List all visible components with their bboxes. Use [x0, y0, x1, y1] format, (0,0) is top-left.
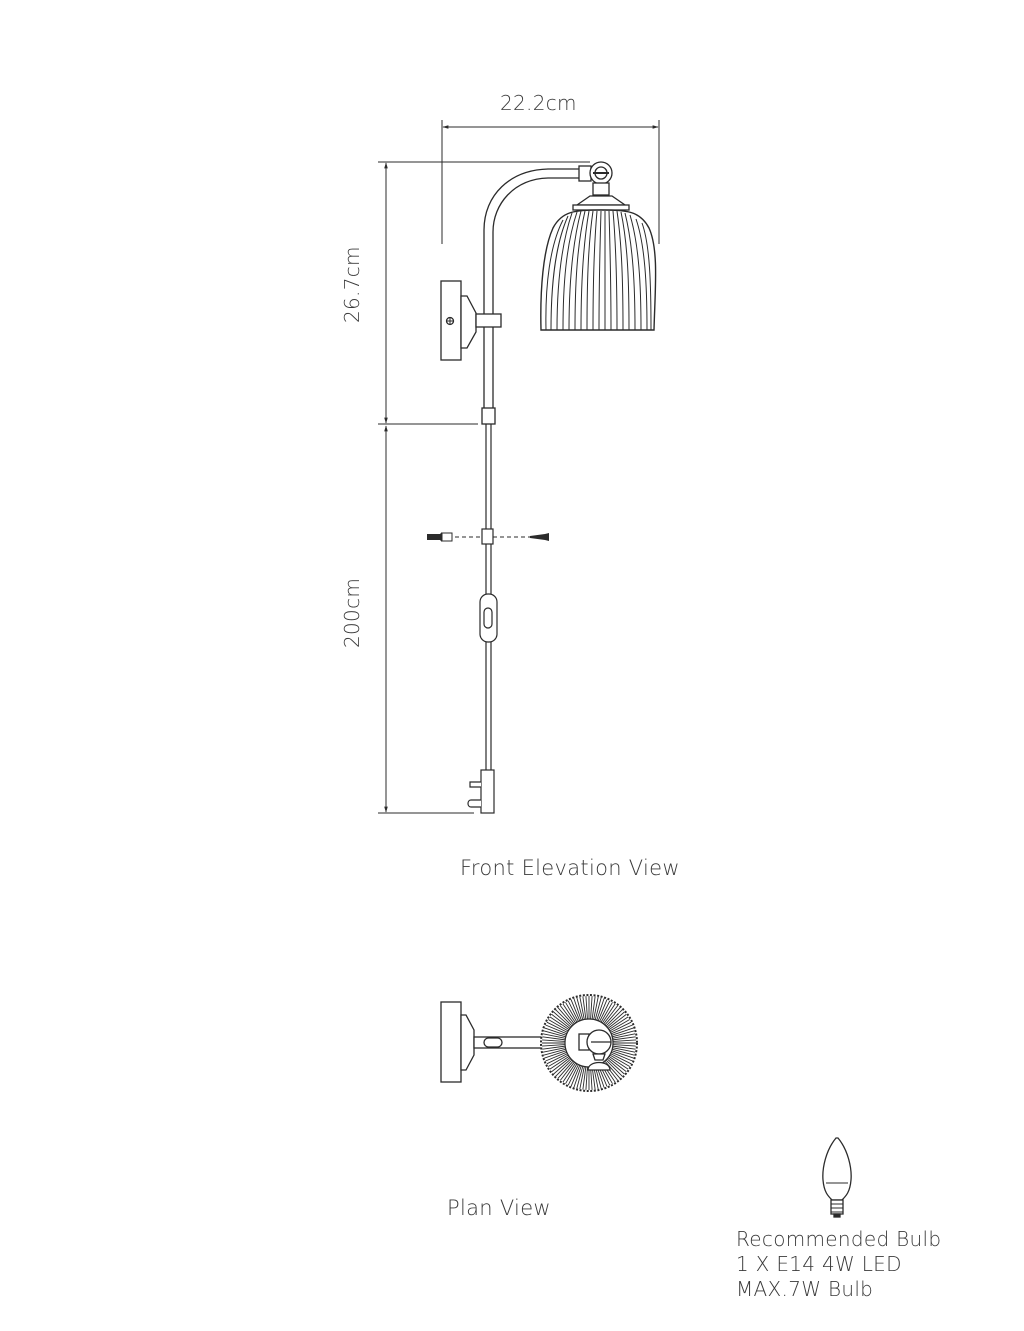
- recommended-bulb-info: Recommended Bulb 1 X E14 4W LED MAX.7W B…: [736, 1227, 941, 1302]
- power-cable: [467, 424, 498, 814]
- width-dimension-label: 22.2cm: [500, 91, 577, 115]
- fixture-height-dimension: [378, 161, 590, 425]
- bulb-heading: Recommended Bulb: [736, 1227, 942, 1251]
- bulb-max: MAX.7W Bulb: [736, 1277, 874, 1301]
- plan-view-title: Plan View: [447, 1196, 551, 1220]
- width-dimension: [441, 120, 660, 244]
- front-elevation-title: Front Elevation View: [460, 856, 680, 880]
- cable-clip-fixing: [427, 532, 549, 542]
- cable-length-dimension: [378, 425, 474, 814]
- plan-knuckle: [578, 1029, 612, 1071]
- cable-length-label: 200cm: [340, 577, 364, 648]
- lamp-front-elevation: [440, 161, 630, 425]
- ribbed-glass-shade: [540, 209, 657, 331]
- bulb-spec: 1 X E14 4W LED: [736, 1252, 902, 1276]
- lamp-plan-view: [440, 1001, 583, 1083]
- candle-bulb-icon: [822, 1137, 852, 1218]
- fixture-height-label: 26.7cm: [340, 246, 364, 323]
